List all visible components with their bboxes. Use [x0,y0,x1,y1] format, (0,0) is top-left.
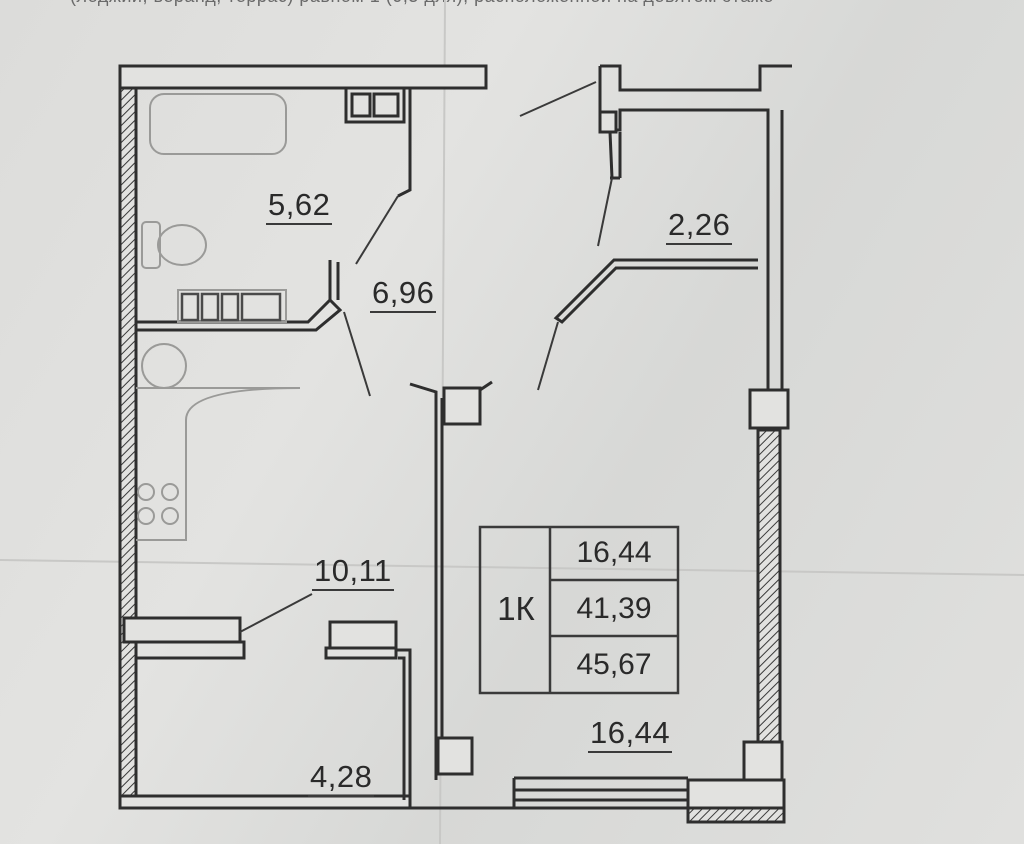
toilet-tank-icon [141,221,161,269]
room-area-loggia: 2,26 [666,208,733,245]
top-wall-left [118,64,488,90]
left-exterior-wall [118,64,138,808]
lower-column [436,736,474,776]
bottom-right-wall-block [686,778,786,810]
right-exterior-wall-hatched [756,428,782,744]
stove-icon [137,483,179,525]
room-area-kitchen: 10,11 [312,554,394,591]
summary-table [478,525,680,695]
bottom-window [514,776,688,810]
washbasin-icon [141,343,187,389]
leader-lines [239,81,613,633]
bottom-wall-left [118,794,412,810]
bathtub-icon [149,93,287,155]
bathroom-vent [350,92,372,118]
toilet-bowl-icon [157,224,207,266]
top-wall-right [600,64,792,92]
room-area-bathroom: 5,62 [266,188,333,225]
loggia-partition [553,258,758,324]
summary-total-area: 41,39 [576,592,652,625]
room-area-storage: 4,28 [308,760,375,797]
room-area-living-room: 16,44 [588,716,673,753]
summary-living-area: 16,44 [576,536,652,569]
sink-icon [177,289,287,323]
kitchen-counter-icon [136,387,301,541]
right-column-upper [748,388,790,430]
kitchen-living-partition [409,382,438,780]
storage-top-wall-left [122,616,242,644]
central-column [442,386,482,426]
room-area-hallway: 6,96 [370,276,437,313]
top-right-column [598,110,618,134]
apartment-type: 1К [497,590,535,627]
summary-total-area-with-loggia: 45,67 [576,648,652,681]
fixtures [136,93,301,541]
header-text-fragment: (лоджий, веранд, террас) равном 1 (0,5 д… [70,0,870,10]
right-column-lower [742,740,784,782]
storage-right-wall [390,648,516,810]
bathroom-inner-wall [397,86,412,198]
storage-top-wall-right [328,620,398,650]
